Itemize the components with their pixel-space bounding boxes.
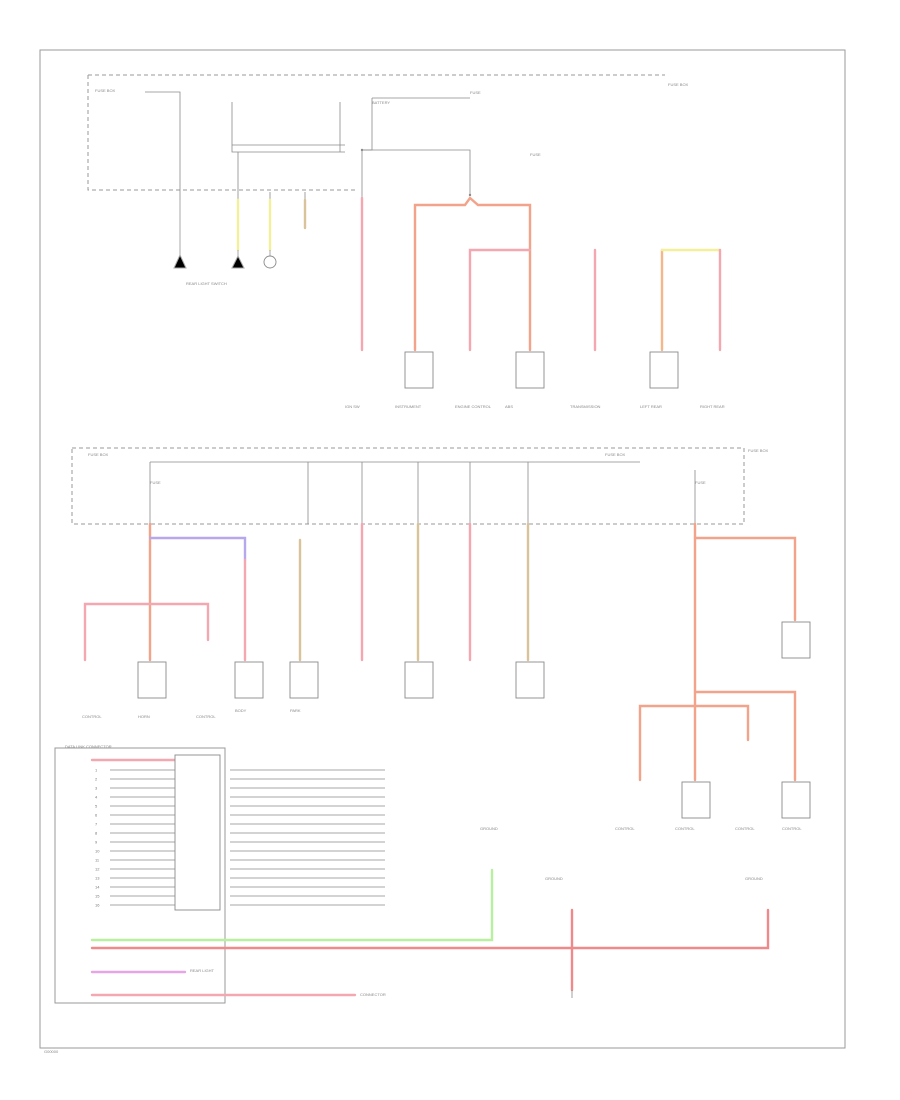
svg-text:FUSE: FUSE [150, 480, 161, 485]
diagram-frame [39, 49, 846, 1049]
svg-text:FUSE BOX: FUSE BOX [668, 82, 689, 87]
svg-text:CONNECTOR: CONNECTOR [360, 992, 386, 997]
svg-text:GROUND: GROUND [545, 876, 563, 881]
svg-text:GROUND: GROUND [480, 826, 498, 831]
svg-text:CONTROL: CONTROL [782, 826, 802, 831]
connector-pin-label: 3 [95, 786, 98, 791]
svg-text:CONTROL: CONTROL [735, 826, 755, 831]
top-fuse-box: FUSE BOX FUSE BOX FUSE BATTERY FUSE [87, 74, 689, 200]
connector-pin-label: 2 [95, 777, 98, 782]
connector-pin-label: 5 [95, 804, 98, 809]
connector-pin-label: 1 [95, 768, 98, 773]
connector-pin-label: 4 [95, 795, 98, 800]
svg-text:FUSE: FUSE [470, 90, 481, 95]
svg-text:RIGHT REAR: RIGHT REAR [700, 404, 725, 409]
bottom-wires: GROUND GROUND GROUND REAR LIGHT CONNECTO… [90, 826, 770, 998]
connector-pin-label: 10 [95, 849, 100, 854]
row2-feeds: CONTROL HORN CONTROL BODY PARK [82, 522, 545, 719]
top-left-grounds: REAR LIGHT SWITCH [173, 198, 307, 286]
right-side-feeds: CONTROL CONTROL CONTROL CONTROL [615, 522, 811, 831]
svg-text:PARK: PARK [290, 708, 301, 713]
connector-block: DATA LINK CONNECTOR 12345678910111213141… [54, 744, 385, 1004]
svg-text:IGN SW: IGN SW [345, 404, 360, 409]
svg-text:REAR LIGHT SWITCH: REAR LIGHT SWITCH [186, 281, 227, 286]
svg-text:DATA LINK CONNECTOR: DATA LINK CONNECTOR [65, 744, 112, 749]
svg-text:LEFT REAR: LEFT REAR [640, 404, 662, 409]
connector-pin-label: 15 [95, 894, 100, 899]
svg-text:ENGINE CONTROL: ENGINE CONTROL [455, 404, 492, 409]
connector-pin-label: 13 [95, 876, 100, 881]
svg-text:CONTROL: CONTROL [82, 714, 102, 719]
connector-pin-label: 16 [95, 903, 100, 908]
connector-pin-label: 11 [95, 858, 100, 863]
svg-text:GROUND: GROUND [745, 876, 763, 881]
svg-text:HORN: HORN [138, 714, 150, 719]
svg-text:REAR LIGHT: REAR LIGHT [190, 968, 215, 973]
svg-text:BODY: BODY [235, 708, 247, 713]
svg-text:FUSE BOX: FUSE BOX [95, 88, 116, 93]
page-id: G00000 [44, 1049, 59, 1054]
connector-pin-label: 6 [95, 813, 98, 818]
connector-pin-label: 7 [95, 822, 98, 827]
connector-pin-label: 12 [95, 867, 100, 872]
svg-text:INSTRUMENT: INSTRUMENT [395, 404, 422, 409]
connector-body [174, 754, 221, 911]
svg-text:CONTROL: CONTROL [675, 826, 695, 831]
svg-text:FUSE BOX: FUSE BOX [605, 452, 626, 457]
mid-fuse-box: FUSE BOX FUSE BOX FUSE BOX FUSE FUSE [71, 447, 769, 525]
svg-text:FUSE: FUSE [695, 480, 706, 485]
connector-pin-label: 14 [95, 885, 100, 890]
top-right-feeds: IGN SW INSTRUMENT ENGINE CONTROL ABS TRA… [345, 196, 725, 409]
connector-pin-label: 9 [95, 840, 98, 845]
svg-text:ABS: ABS [505, 404, 513, 409]
svg-text:FUSE BOX: FUSE BOX [88, 452, 109, 457]
svg-text:TRANSMISSION: TRANSMISSION [570, 404, 601, 409]
svg-text:CONTROL: CONTROL [615, 826, 635, 831]
svg-text:FUSE BOX: FUSE BOX [748, 448, 769, 453]
connector-pin-label: 8 [95, 831, 98, 836]
svg-text:FUSE: FUSE [530, 152, 541, 157]
svg-text:BATTERY: BATTERY [372, 100, 390, 105]
svg-text:CONTROL: CONTROL [196, 714, 216, 719]
